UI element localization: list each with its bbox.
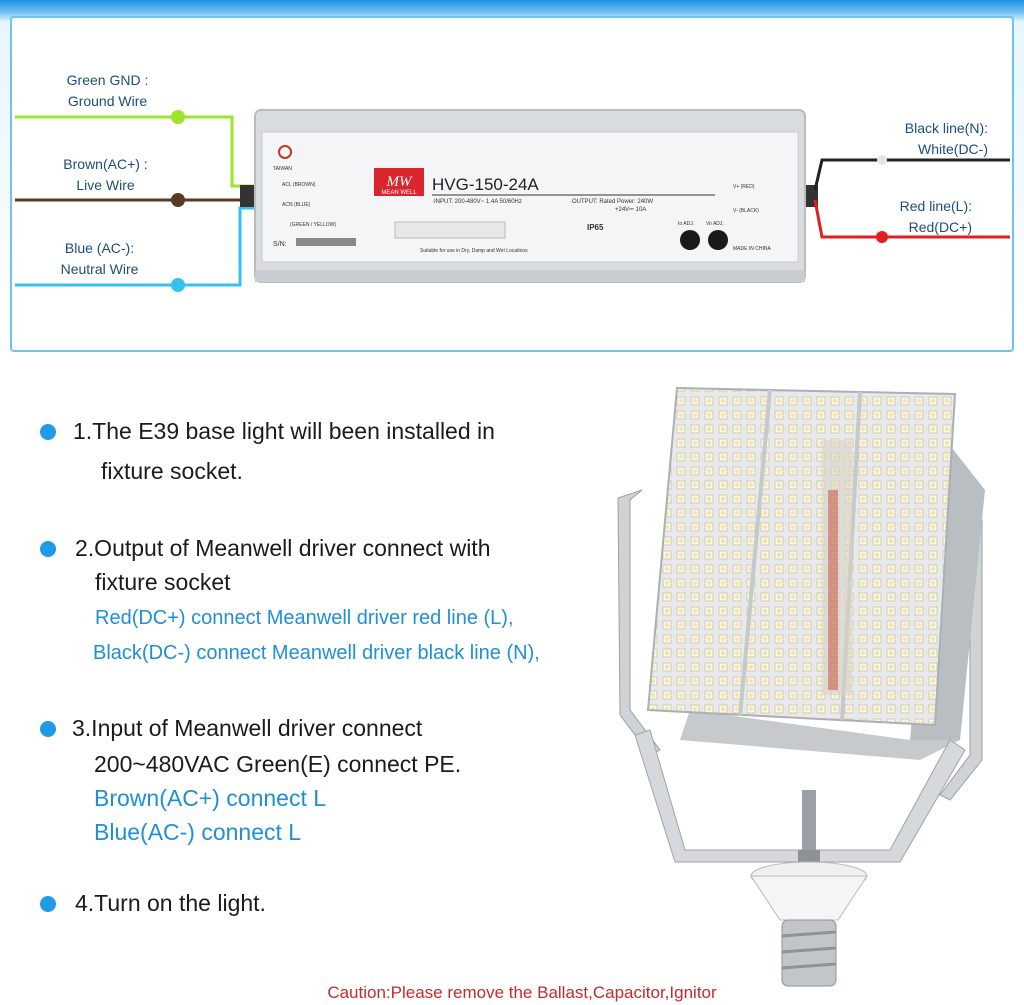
step-3-blue-1: Brown(AC+) connect L	[94, 785, 327, 811]
step-2-bullet	[40, 541, 56, 557]
step-4-bullet	[40, 896, 56, 912]
driver-made-in: MADE IN CHINA	[733, 246, 771, 252]
step-1-line-2: fixture socket.	[101, 458, 243, 484]
step-3-blue-2: Blue(AC-) connect L	[94, 819, 302, 845]
vo-adjust-knob	[708, 230, 728, 250]
ground-wire-to-driver	[178, 115, 260, 188]
ground-wire-label: Green GND :Ground Wire	[66, 72, 149, 109]
driver-ip: IP65	[587, 223, 604, 232]
dc-positive-terminal	[876, 231, 888, 243]
neutral-terminal	[171, 278, 185, 292]
step-2-blue-1: Red(DC+) connect Meanwell driver red lin…	[95, 607, 514, 629]
step-2-line-1: 2.Output of Meanwell driver connect with	[75, 535, 491, 561]
step-3-bullet	[40, 721, 56, 737]
dc-negative-wire	[813, 158, 1010, 191]
driver-sn: S/N:	[273, 241, 287, 248]
driver-ground: (GREEN / YELLOW)	[290, 222, 336, 228]
step-4-line-1: 4.Turn on the light.	[75, 890, 266, 916]
driver-vminus: V- (BLACK)	[733, 208, 759, 214]
driver-model: HVG-150-24A	[432, 175, 539, 194]
live-terminal	[171, 193, 185, 207]
step-3-line-1: 3.Input of Meanwell driver connect	[72, 715, 423, 741]
led-retrofit-lamp-image	[617, 386, 985, 987]
driver-vo-adj: Vo ADJ.	[706, 221, 724, 227]
neutral-wire-label: Blue (AC-):Neutral Wire	[60, 240, 139, 277]
driver-input-spec: ·INPUT: 200-480V~ 1.4A 50/60Hz	[432, 199, 522, 205]
dc-positive-wire	[813, 199, 1010, 239]
step-1-line-1: 1.The E39 base light will been installed…	[73, 418, 495, 444]
driver-origin: TAIWAN	[273, 166, 292, 172]
logo-brand: MEAN WELL	[381, 190, 417, 196]
dc-positive-label: Red line(L):Red(DC+)	[899, 198, 972, 235]
meanwell-logo	[374, 168, 424, 196]
wiring-diagram: MW MEAN WELL HVG-150-24A ·INPUT: 200-480…	[15, 109, 1010, 292]
caution-note: Caution:Please remove the Ballast,Capaci…	[327, 983, 717, 1002]
step-3-line-2: 200~480VAC Green(E) connect PE.	[94, 751, 462, 777]
driver-output-spec: ·OUTPUT: Rated Power: 240W	[570, 199, 653, 205]
ground-terminal	[171, 110, 185, 124]
dc-negative-terminal	[877, 155, 887, 165]
io-adjust-knob	[680, 230, 700, 250]
step-1-bullet	[40, 424, 56, 440]
step-2-line-2: fixture socket	[95, 569, 231, 595]
driver-io-adj: Io ADJ.	[678, 221, 694, 227]
logo-text: MW	[386, 174, 413, 190]
live-wire-label: Brown(AC+) :Live Wire	[63, 156, 148, 193]
driver-acl: ACL (BROWN)	[282, 182, 316, 188]
led-panel	[646, 386, 957, 727]
e39-screw-base	[781, 919, 837, 987]
driver-vplus: V+ (RED)	[733, 184, 755, 190]
driver-output-spec2: +24V⎓ 10A	[615, 207, 646, 213]
step-2-blue-2: Black(DC-) connect Meanwell driver black…	[93, 642, 540, 664]
neutral-wire-to-driver	[178, 206, 260, 287]
dc-negative-label: Black line(N):White(DC-)	[904, 120, 988, 157]
driver-acn: ACN (BLUE)	[282, 202, 311, 208]
driver-suitable: Suitable for use in Dry, Damp and Wet Lo…	[420, 248, 528, 254]
